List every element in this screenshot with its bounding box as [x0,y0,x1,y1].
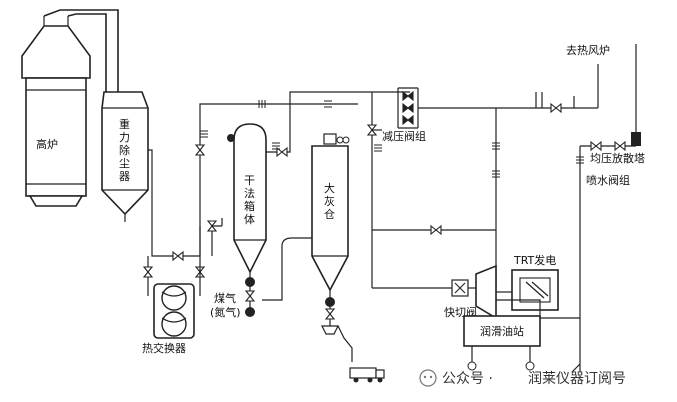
trt-generator-label: TRT发电 [513,253,556,267]
clean-gas-main [289,91,496,289]
lube-oil-station: 润滑油站 [463,315,541,371]
ash-silo-label-3: 仓 [324,207,335,221]
filter-inlet-pipe [195,99,291,256]
ash-silo: 大 灰 仓 [311,133,353,362]
gravity-collector-label-4: 尘 [119,157,130,170]
trt-unit: 快切阀 TRT发电 [444,253,580,320]
water-spray-valves-label: 喷水阀组 [586,173,630,187]
filter-box-label-3: 箱 [244,199,255,213]
blast-furnace-label: 高炉 [36,137,58,151]
dry-filter-box: 干 法 箱 体 煤气 (氮气) [210,112,291,319]
watermark: 公众号 · 润莱仪器订阅号 [419,369,626,387]
raw-gas-main [143,149,205,296]
watermark-prefix: 公众号 · [442,371,493,387]
lube-station-label: 润滑油站 [480,324,524,338]
filter-box-label-4: 体 [244,212,255,226]
to-hot-blast-stove-label: 去热风炉 [566,44,610,57]
filter-box-label-2: 法 [244,186,255,200]
filter-box-label-1: 干 [244,174,255,187]
watermark-account: 润莱仪器订阅号 [528,371,626,387]
ash-conveying-pipe [262,237,312,301]
ash-silo-label-2: 灰 [324,194,335,208]
gravity-collector-label-1: 重 [119,117,130,131]
equalizing-tower-label: 均压放散塔 [590,151,645,165]
blast-furnace: 高炉 [21,9,119,207]
outlet-to-hot-blast-stove: 去热风炉 [535,44,610,113]
heat-exchanger: 热交换器 [142,283,195,355]
heat-exchanger-label: 热交换器 [142,341,186,355]
gravity-collector-label-5: 器 [119,170,130,183]
gravity-collector-label-2: 力 [119,131,130,144]
gravity-dust-collector: 重 力 除 尘 器 [101,91,149,222]
trt-inlet-line [491,108,501,288]
pressure-reducing-valves-label: 减压阀组 [382,129,426,143]
gas-nitrogen-label-2: (氮气) [210,305,241,319]
pressure-reducing-valve-group: 减压阀组 [382,87,548,143]
water-spray-valve-group: 喷水阀组 [571,146,630,373]
gravity-collector-label-3: 除 [119,143,130,157]
gas-nitrogen-label-1: 煤气 [214,291,236,305]
ash-truck-icon [349,367,385,383]
ash-silo-label-1: 大 [324,181,335,195]
equalizing-vent-tower: 均压放散塔 [580,44,645,165]
